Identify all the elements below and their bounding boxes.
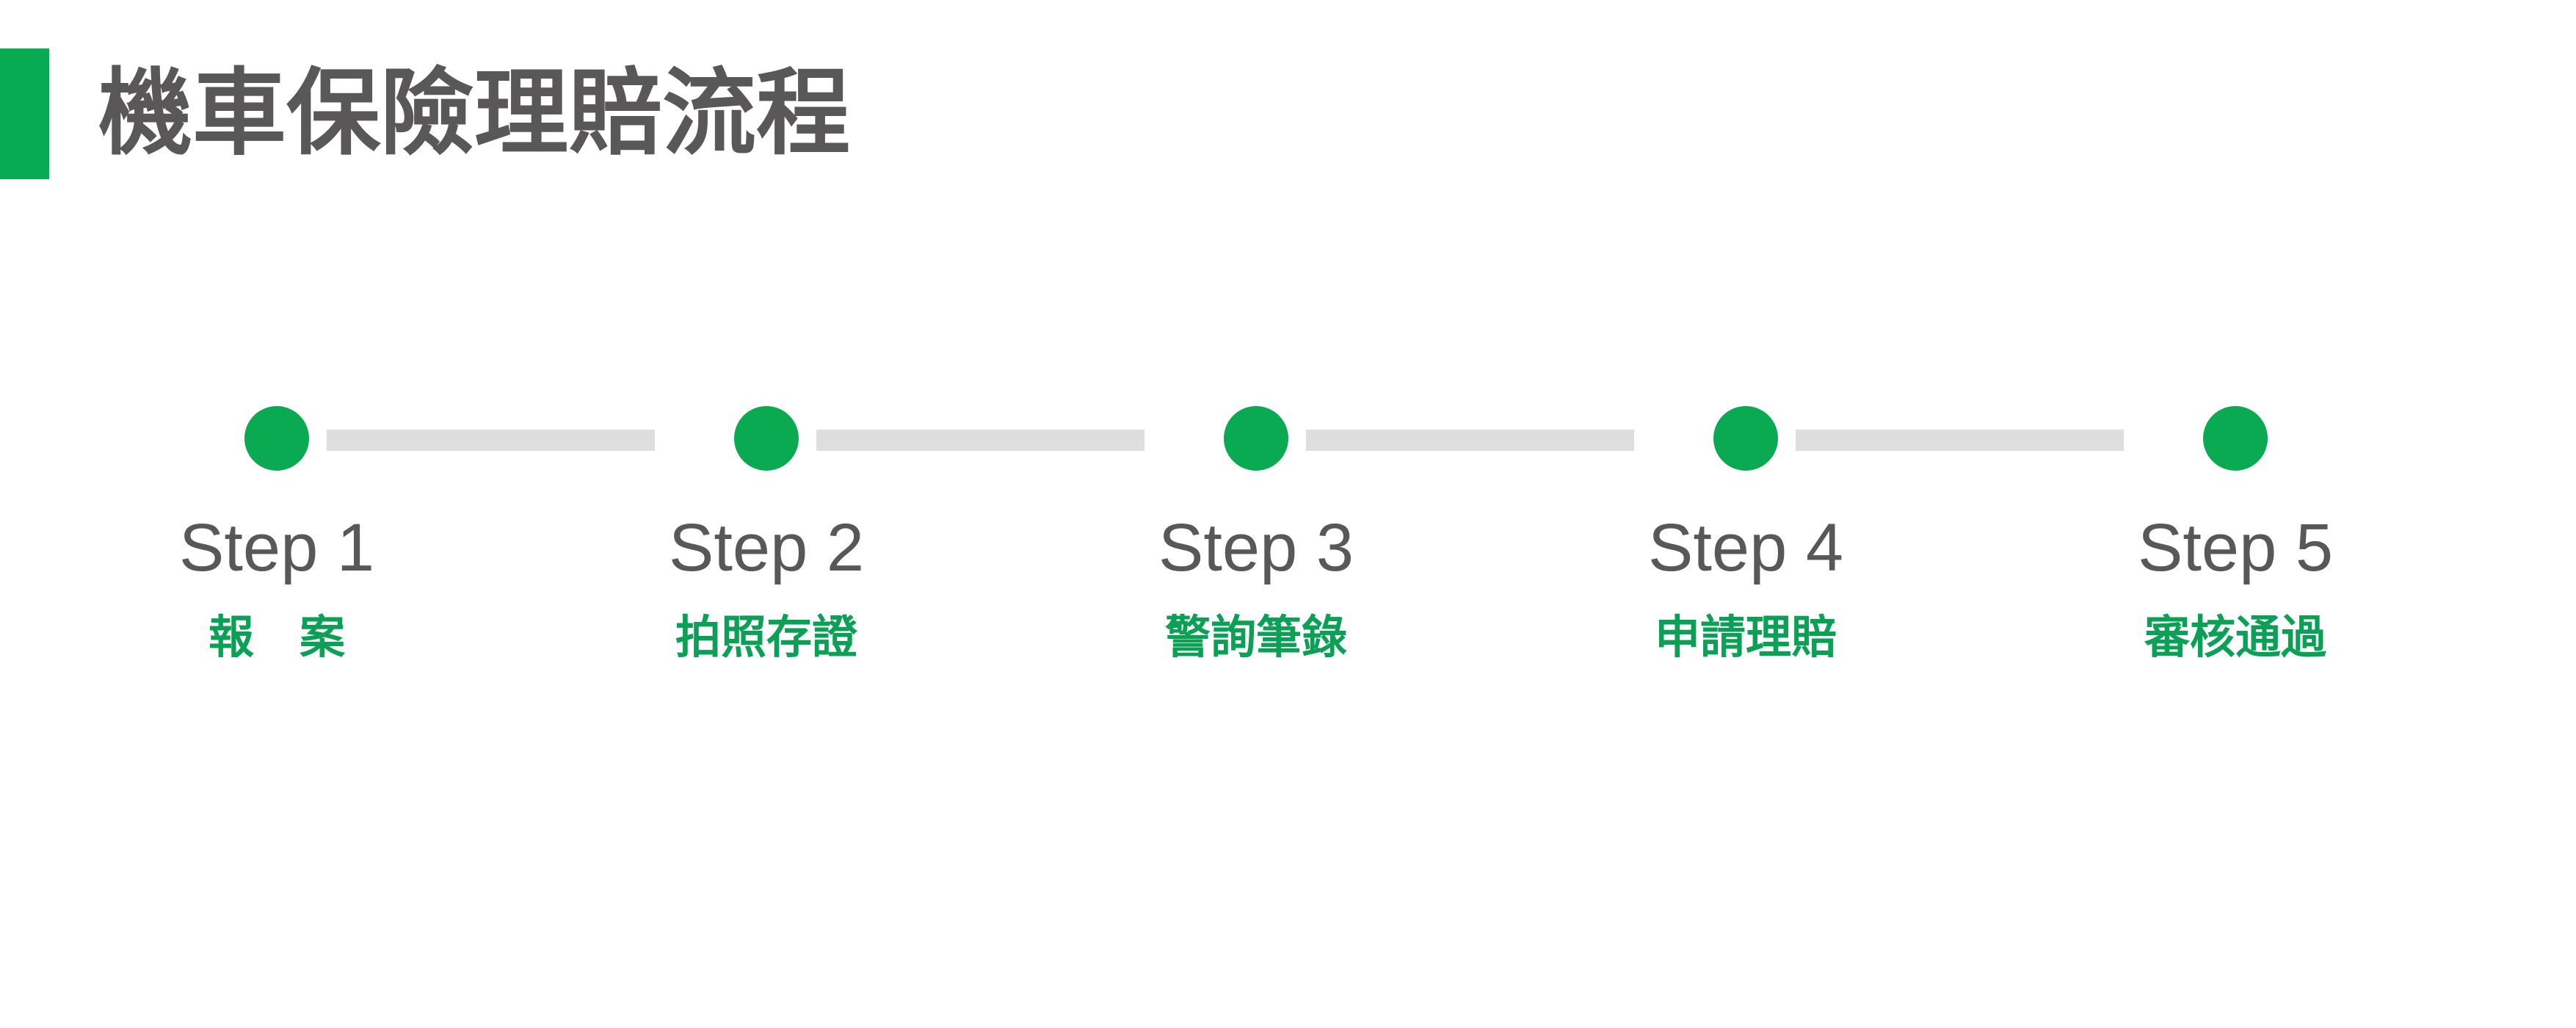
stepper-track <box>244 406 2268 471</box>
step-node-1[interactable] <box>244 406 309 471</box>
step-subtitle-4: 申請理賠 <box>1654 612 1837 663</box>
connector-2-3 <box>816 430 1144 451</box>
step-label-3[interactable]: Step 3 警詢筆錄 <box>1051 514 1462 661</box>
connector-1-2 <box>327 430 655 451</box>
step-title-3: Step 3 <box>1158 510 1354 585</box>
step-label-1[interactable]: Step 1 報 案 <box>71 514 482 661</box>
connector-3-4 <box>1306 430 1634 451</box>
step-title-2: Step 2 <box>669 510 864 585</box>
page-title: 機車保險理賠流程 <box>98 61 851 166</box>
step-subtitle-5: 審核通過 <box>2144 612 2326 663</box>
step-subtitle-1: 報 案 <box>208 612 345 663</box>
connector-4-5 <box>1796 430 2124 451</box>
step-node-5[interactable] <box>2203 406 2268 471</box>
step-title-4: Step 4 <box>1648 510 1843 585</box>
step-subtitle-3: 警詢筆錄 <box>1164 612 1347 663</box>
step-label-2[interactable]: Step 2 拍照存證 <box>561 514 972 661</box>
step-label-5[interactable]: Step 5 審核通過 <box>2030 514 2441 661</box>
step-title-1: Step 1 <box>179 510 374 585</box>
step-title-5: Step 5 <box>2138 510 2333 585</box>
step-node-3[interactable] <box>1224 406 1288 471</box>
step-label-4[interactable]: Step 4 申請理賠 <box>1540 514 1951 661</box>
page-header: 機車保險理賠流程 <box>0 48 850 179</box>
step-node-4[interactable] <box>1713 406 1778 471</box>
step-node-2[interactable] <box>734 406 799 471</box>
step-subtitle-2: 拍照存證 <box>675 612 857 663</box>
accent-bar <box>0 48 49 179</box>
